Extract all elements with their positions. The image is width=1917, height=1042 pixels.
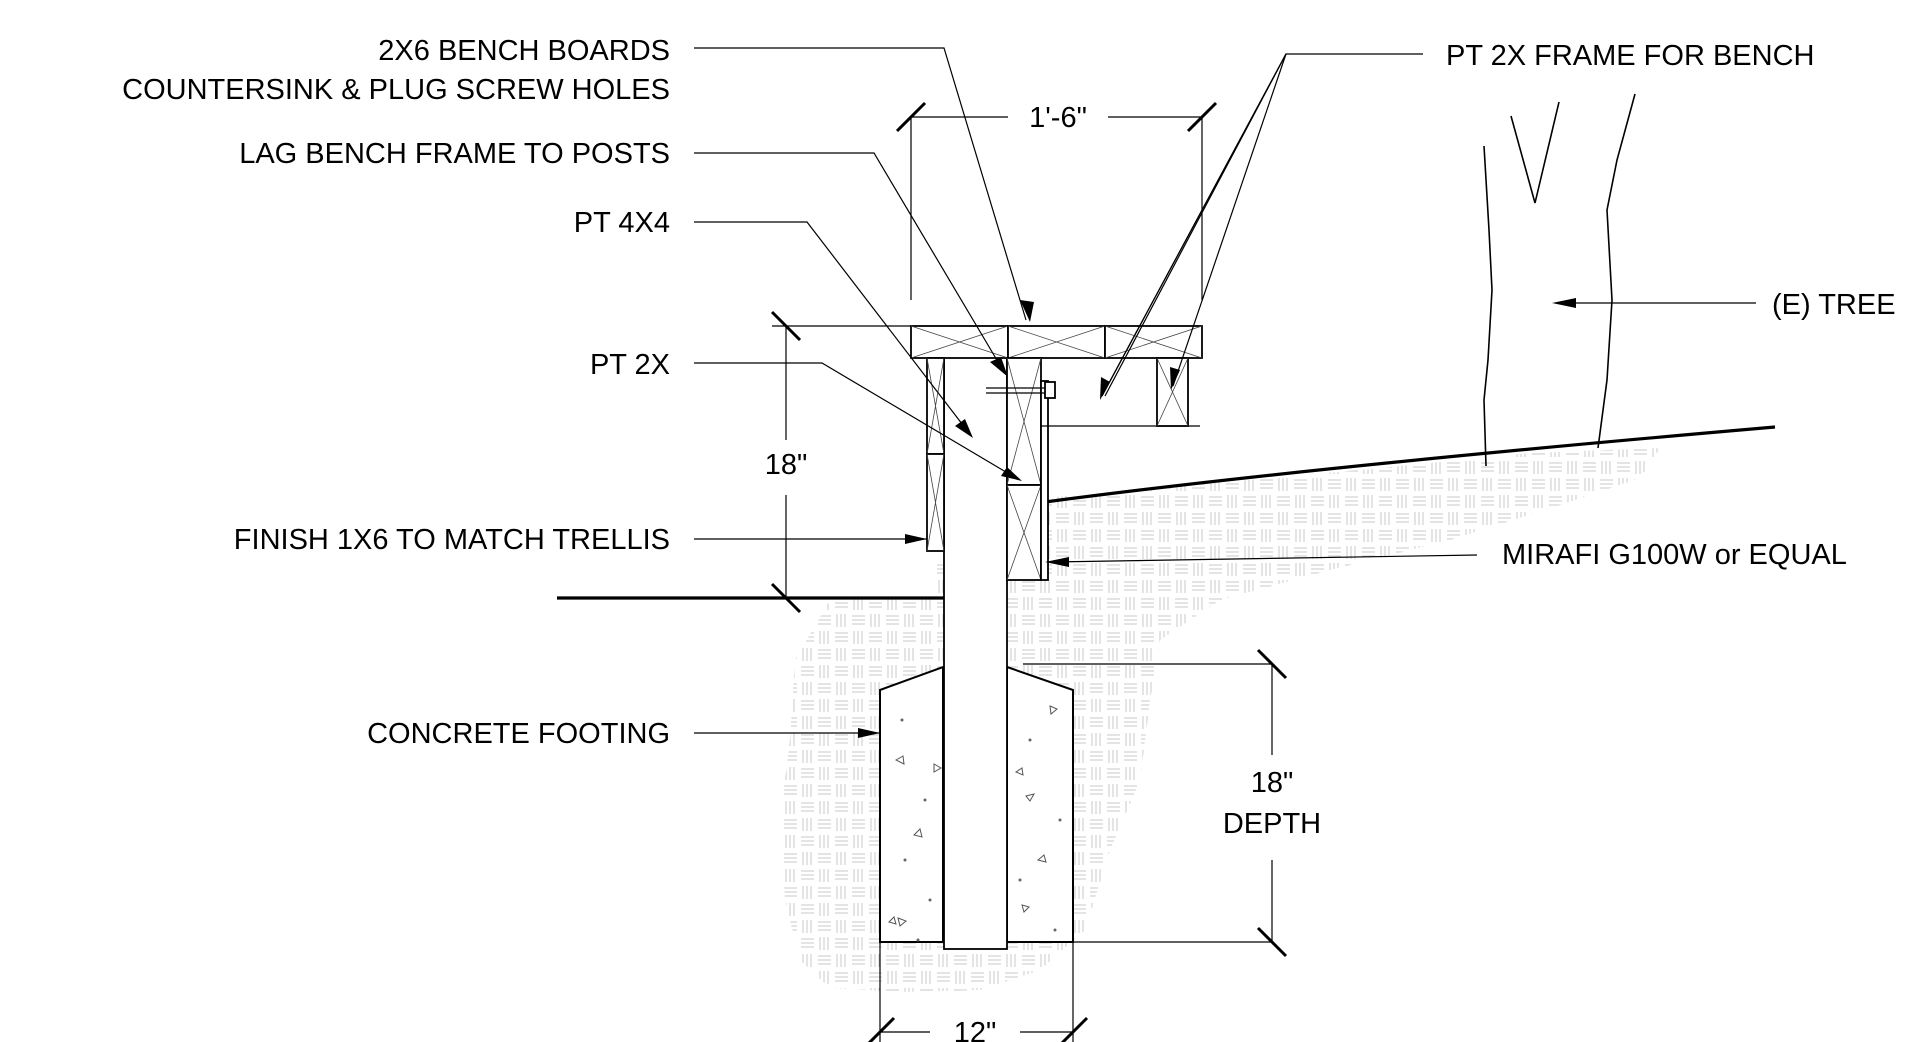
concrete-footing [879,665,1074,943]
label-post: PT 4X4 [574,207,670,239]
finish-trim [926,357,945,552]
dim-bench-width [895,101,1218,300]
tree-trunk [1483,93,1636,467]
label-footing: CONCRETE FOOTING [367,718,670,750]
label-bench-boards-line1: 2X6 BENCH BOARDS [378,35,670,67]
dim-footing-width [867,942,1089,1042]
dim-footing-depth [1023,648,1288,958]
label-frame-for-bench: PT 2X FRAME FOR BENCH [1446,40,1814,72]
label-finish: FINISH 1X6 TO MATCH TRELLIS [234,524,670,556]
bench-boards [910,325,1203,359]
bench-frame [1006,357,1200,581]
dim-text-bench-width: 1'-6" [1029,102,1087,134]
leaders [694,47,1756,734]
lag-bolt [986,381,1056,399]
label-tree: (E) TREE [1772,289,1896,321]
dim-bench-height [770,310,911,614]
label-pt2x: PT 2X [590,349,670,381]
dim-text-footing-width: 12" [954,1017,997,1042]
grade-line-right [1044,425,1776,504]
dim-text-footing-depth-word: DEPTH [1223,808,1321,840]
dim-text-bench-height: 18" [765,449,808,481]
dim-text-footing-depth-value: 18" [1251,767,1294,799]
label-bench-boards-line2: COUNTERSINK & PLUG SCREW HOLES [122,74,670,106]
post-4x4 [943,326,1008,950]
label-lag-frame: LAG BENCH FRAME TO POSTS [239,138,670,170]
leader-arrowheads [858,298,1576,738]
label-fabric: MIRAFI G100W or EQUAL [1502,539,1847,571]
